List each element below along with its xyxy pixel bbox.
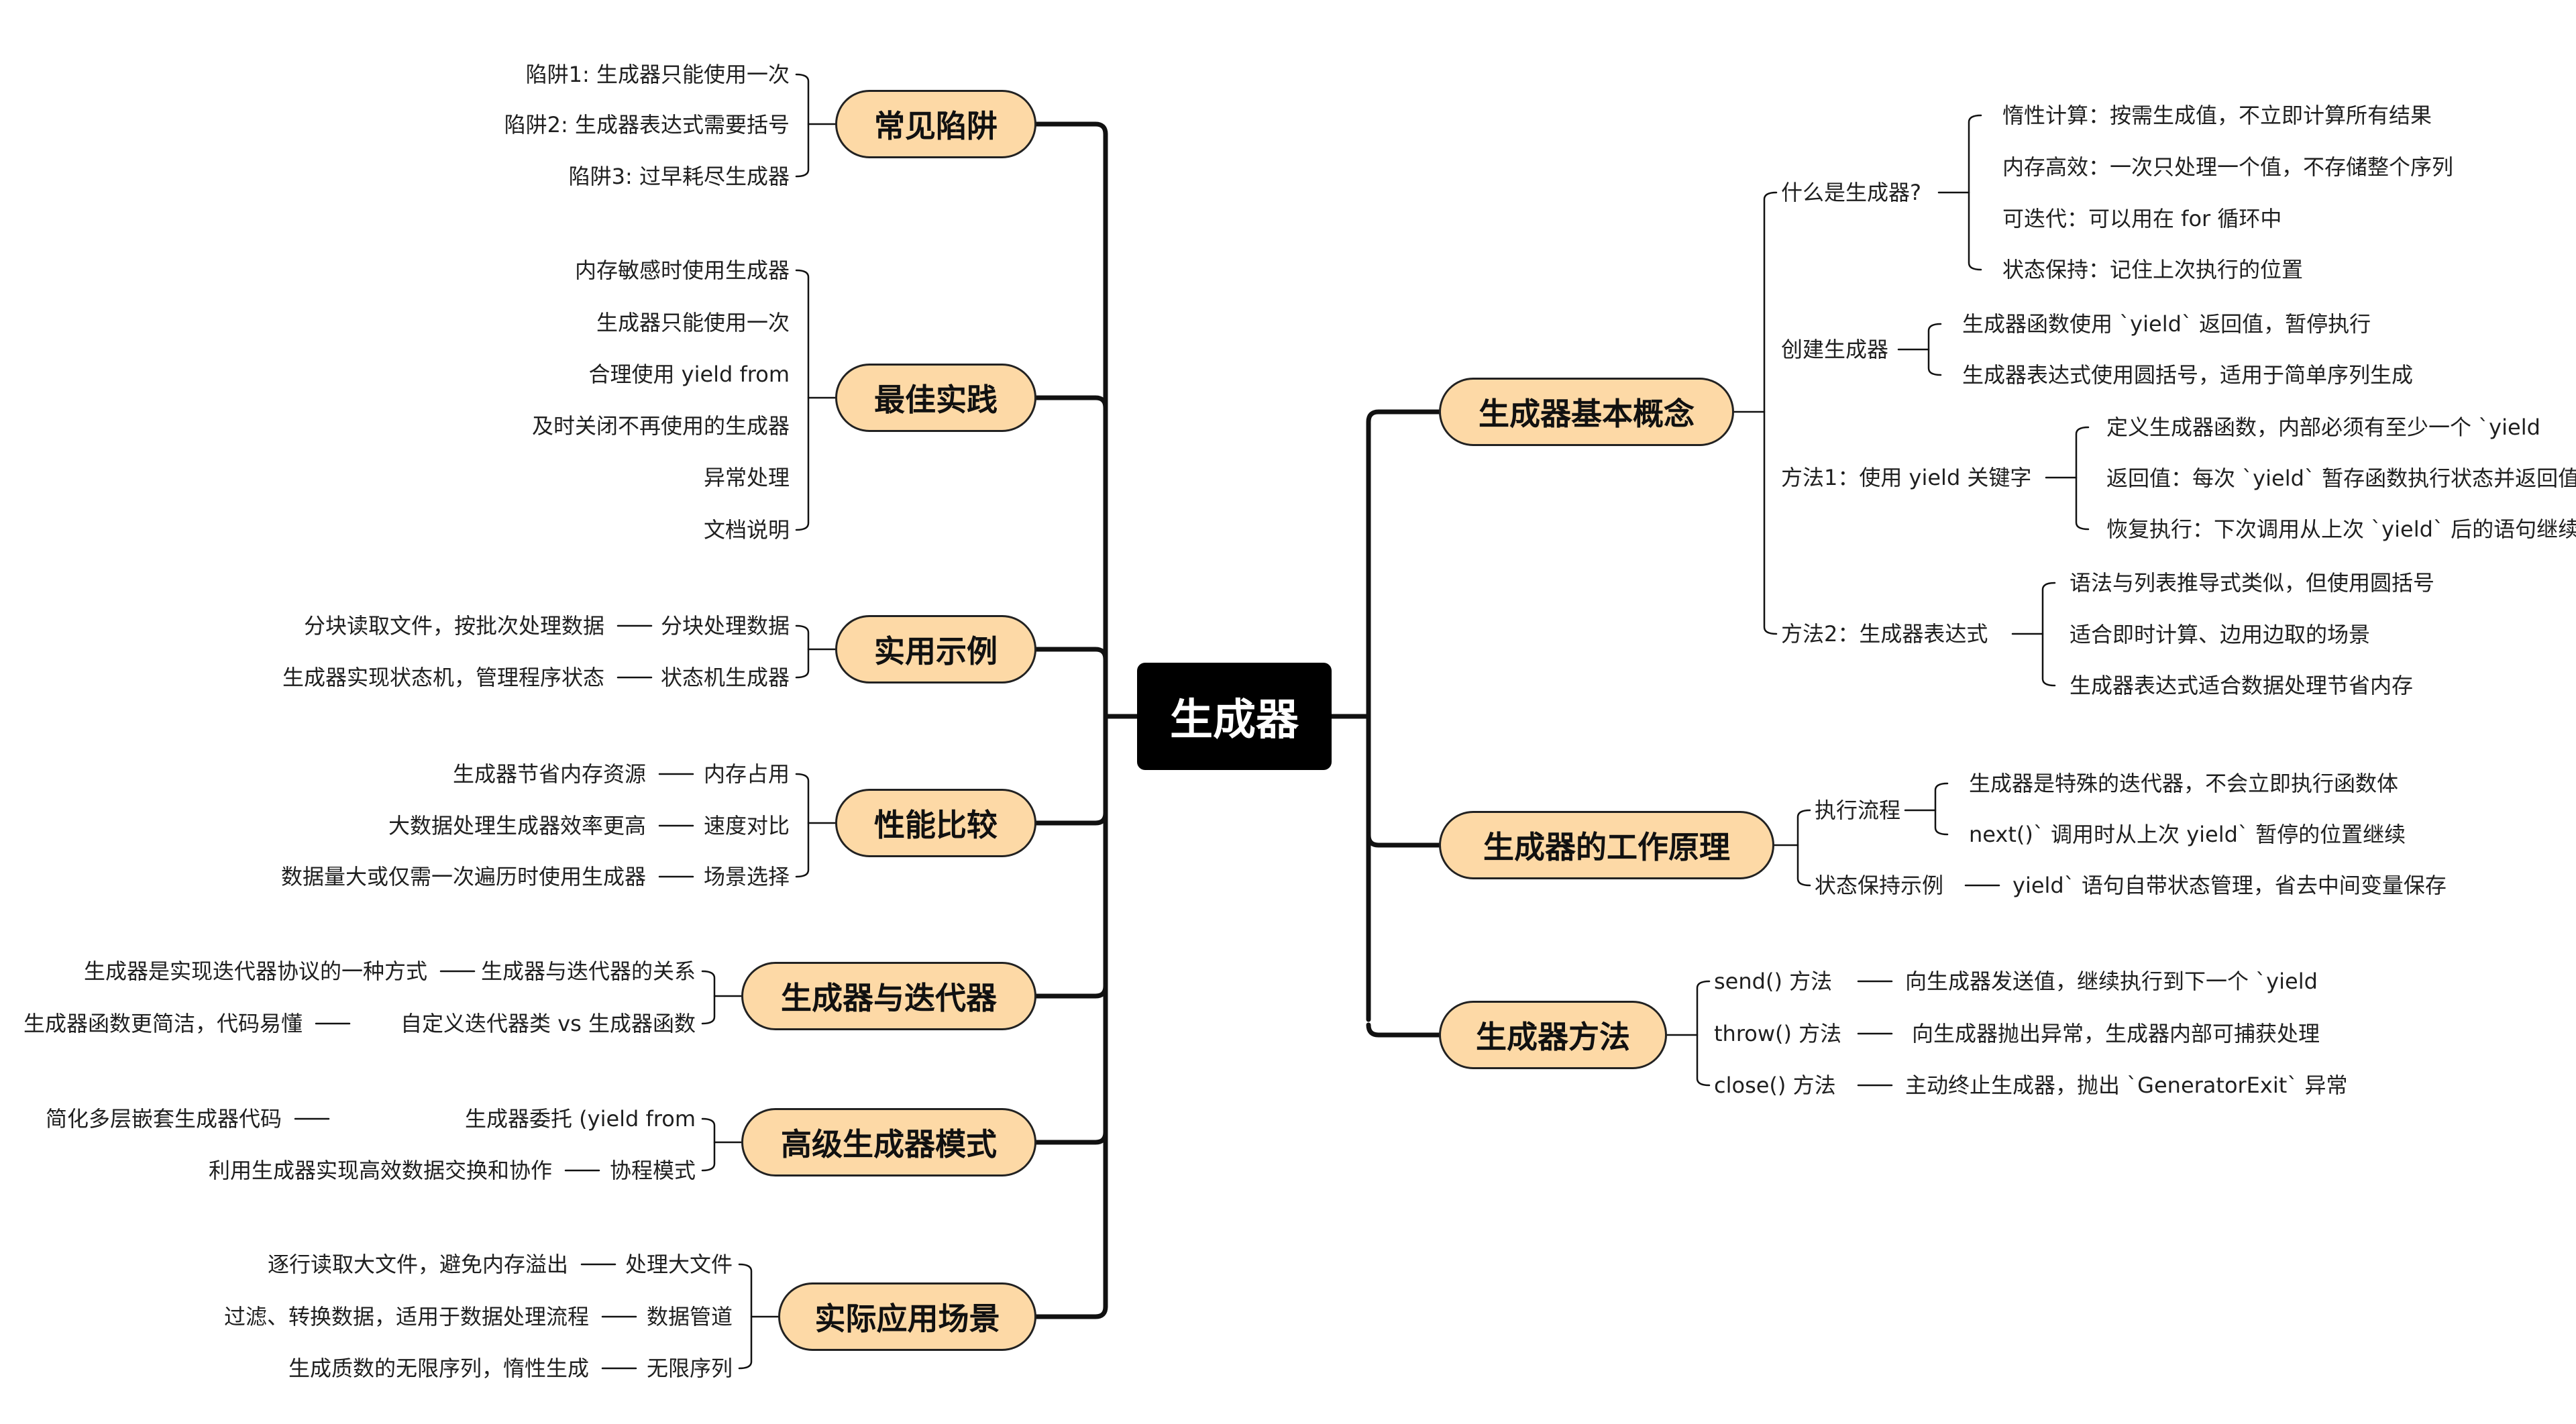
topic-right-2[interactable]: 生成器方法 xyxy=(1439,1001,1667,1069)
topic-left-4[interactable]: 生成器与迭代器 xyxy=(741,962,1036,1030)
left-detail-6-2[interactable]: 生成质数的无限序列，惰性生成 xyxy=(288,1356,589,1381)
left-detail-2-1[interactable]: 生成器实现状态机，管理程序状态 xyxy=(282,665,604,690)
left-item-1-3[interactable]: 及时关闭不再使用的生成器 xyxy=(531,413,790,439)
right-leaf-0-2-1[interactable]: 返回值：每次 `yield` 暂存函数执行状态并返回值 xyxy=(2106,465,2576,491)
right-leaf-0-2-2[interactable]: 恢复执行：下次调用从上次 `yield` 后的语句继续 xyxy=(2106,516,2576,542)
right-bracket-0 xyxy=(1763,191,1778,635)
right-leaf-0-1-0[interactable]: 生成器函数使用 `yield` 返回值，暂停执行 xyxy=(1962,311,2371,337)
left-branch-1 xyxy=(1034,395,1108,410)
left-branch-4 xyxy=(1034,983,1108,999)
left-detail-2-0[interactable]: 分块读取文件，按批次处理数据 xyxy=(303,613,604,639)
left-detail-6-1[interactable]: 过滤、转换数据，适用于数据处理流程 xyxy=(223,1304,589,1329)
right-sub-0-3[interactable]: 方法2：生成器表达式 xyxy=(1781,621,1988,647)
left-bracket-1 xyxy=(795,269,810,531)
right-leaf-0-3-1[interactable]: 适合即时计算、边用边取的场景 xyxy=(2070,622,2371,647)
right-leaf-1-0-0[interactable]: 生成器是特殊的迭代器，不会立即执行函数体 xyxy=(1969,771,2399,796)
left-item-6-2[interactable]: 无限序列 xyxy=(646,1356,733,1381)
left-item-6-0[interactable]: 处理大文件 xyxy=(625,1252,733,1277)
left-item-0-2[interactable]: 陷阱3: 过早耗尽生成器 xyxy=(568,164,790,189)
topic-left-2[interactable]: 实用示例 xyxy=(835,615,1036,683)
left-detail-4-1[interactable]: 生成器函数更简洁，代码易懂 xyxy=(23,1011,303,1036)
left-branch-6 xyxy=(1034,1304,1108,1319)
right-sub-2-2[interactable]: close() 方法 xyxy=(1714,1073,1836,1098)
left-item-6-1[interactable]: 数据管道 xyxy=(646,1304,733,1329)
right-leaf-0-0-3[interactable]: 状态保持：记住上次执行的位置 xyxy=(2002,257,2304,282)
left-bracket-2 xyxy=(795,624,810,679)
right-sub-2-1[interactable]: throw() 方法 xyxy=(1714,1021,1842,1046)
right-leaf-2-1-0[interactable]: 向生成器抛出异常，生成器内部可捕获处理 xyxy=(1912,1021,2320,1046)
right-sub-1-0[interactable]: 执行流程 xyxy=(1815,798,1901,823)
left-bracket-0 xyxy=(795,73,810,178)
right-bracket-2 xyxy=(1696,980,1711,1087)
left-detail-4-0[interactable]: 生成器是实现迭代器协议的一种方式 xyxy=(83,959,427,984)
right-leaf-2-2-0[interactable]: 主动终止生成器，抛出 `GeneratorExit` 异常 xyxy=(1905,1073,2348,1098)
right-leaf-1-1-0[interactable]: yield` 语句自带状态管理，省去中间变量保存 xyxy=(2012,873,2447,898)
right-subbracket-0-1 xyxy=(1927,323,1942,376)
right-sub-2-0[interactable]: send() 方法 xyxy=(1714,969,1833,994)
left-branch-2 xyxy=(1034,647,1108,662)
left-bracket-4 xyxy=(701,970,716,1025)
right-branch-0 xyxy=(1366,409,1442,425)
right-sub-0-0[interactable]: 什么是生成器? xyxy=(1781,180,1921,205)
right-leaf-0-1-1[interactable]: 生成器表达式使用圆括号，适用于简单序列生成 xyxy=(1962,362,2414,388)
topic-left-1[interactable]: 最佳实践 xyxy=(835,364,1036,432)
topic-right-1[interactable]: 生成器的工作原理 xyxy=(1439,811,1774,879)
topic-left-0[interactable]: 常见陷阱 xyxy=(835,90,1036,158)
topic-left-5[interactable]: 高级生成器模式 xyxy=(741,1108,1036,1176)
left-detail-5-0[interactable]: 简化多层嵌套生成器代码 xyxy=(45,1106,282,1132)
central-topic[interactable]: 生成器 xyxy=(1137,663,1332,770)
topic-right-0[interactable]: 生成器基本概念 xyxy=(1439,378,1734,446)
right-subbracket-0-0 xyxy=(1968,114,1982,271)
left-item-5-0[interactable]: 生成器委托 (yield from xyxy=(464,1106,696,1132)
left-item-1-5[interactable]: 文档说明 xyxy=(703,517,790,543)
left-bracket-3 xyxy=(795,773,810,878)
left-item-4-0[interactable]: 生成器与迭代器的关系 xyxy=(480,959,696,984)
left-detail-3-0[interactable]: 生成器节省内存资源 xyxy=(452,761,646,787)
topic-left-3[interactable]: 性能比较 xyxy=(835,789,1036,857)
left-item-1-0[interactable]: 内存敏感时使用生成器 xyxy=(574,258,790,283)
left-item-5-1[interactable]: 协程模式 xyxy=(609,1158,696,1183)
right-bracket-1 xyxy=(1796,809,1811,887)
right-branch-2 xyxy=(1366,1022,1442,1038)
left-detail-3-1[interactable]: 大数据处理生成器效率更高 xyxy=(388,813,646,838)
left-branch-0 xyxy=(1034,121,1108,137)
right-leaf-2-0-0[interactable]: 向生成器发送值，继续执行到下一个 `yield xyxy=(1905,969,2318,994)
left-item-4-1[interactable]: 自定义迭代器类 vs 生成器函数 xyxy=(400,1011,696,1036)
left-item-2-1[interactable]: 状态机生成器 xyxy=(660,665,790,690)
right-leaf-0-2-0[interactable]: 定义生成器函数，内部必须有至少一个 `yield xyxy=(2106,415,2540,440)
right-subbracket-0-2 xyxy=(2075,426,2090,531)
left-item-1-1[interactable]: 生成器只能使用一次 xyxy=(596,310,790,335)
left-item-1-2[interactable]: 合理使用 yield from xyxy=(588,362,790,387)
right-subbracket-1-0 xyxy=(1934,782,1949,836)
right-leaf-0-0-2[interactable]: 可迭代：可以用在 for 循环中 xyxy=(2002,206,2282,231)
left-detail-3-2[interactable]: 数据量大或仅需一次遍历时使用生成器 xyxy=(280,864,646,889)
right-subbracket-0-3 xyxy=(2041,582,2056,687)
right-sub-1-1[interactable]: 状态保持示例 xyxy=(1815,873,1944,898)
right-leaf-0-3-0[interactable]: 语法与列表推导式类似，但使用圆括号 xyxy=(2070,570,2435,596)
left-item-3-1[interactable]: 速度对比 xyxy=(703,813,790,838)
right-branch-1 xyxy=(1366,832,1442,848)
right-leaf-0-0-0[interactable]: 惰性计算：按需生成值，不立即计算所有结果 xyxy=(2002,103,2432,128)
left-item-3-2[interactable]: 场景选择 xyxy=(703,864,790,889)
left-bracket-6 xyxy=(738,1263,753,1370)
right-sub-0-1[interactable]: 创建生成器 xyxy=(1781,337,1889,362)
right-leaf-1-0-1[interactable]: next()` 调用时从上次 yield` 暂停的位置继续 xyxy=(1969,822,2406,847)
right-leaf-0-3-2[interactable]: 生成器表达式适合数据处理节省内存 xyxy=(2070,673,2414,698)
right-leaf-0-0-1[interactable]: 内存高效：一次只处理一个值，不存储整个序列 xyxy=(2002,154,2454,180)
left-item-3-0[interactable]: 内存占用 xyxy=(703,761,790,787)
right-sub-0-2[interactable]: 方法1：使用 yield 关键字 xyxy=(1781,465,2032,490)
left-detail-6-0[interactable]: 逐行读取大文件，避免内存溢出 xyxy=(267,1252,568,1277)
left-item-0-0[interactable]: 陷阱1: 生成器只能使用一次 xyxy=(525,62,790,87)
left-detail-5-1[interactable]: 利用生成器实现高效数据交换和协作 xyxy=(208,1158,552,1183)
topic-left-6[interactable]: 实际应用场景 xyxy=(778,1282,1036,1351)
left-item-2-0[interactable]: 分块处理数据 xyxy=(660,613,790,639)
left-branch-3 xyxy=(1034,810,1108,826)
left-item-0-1[interactable]: 陷阱2: 生成器表达式需要括号 xyxy=(504,112,790,138)
left-bracket-5 xyxy=(701,1117,716,1172)
left-item-1-4[interactable]: 异常处理 xyxy=(703,465,790,490)
left-branch-5 xyxy=(1034,1130,1108,1145)
